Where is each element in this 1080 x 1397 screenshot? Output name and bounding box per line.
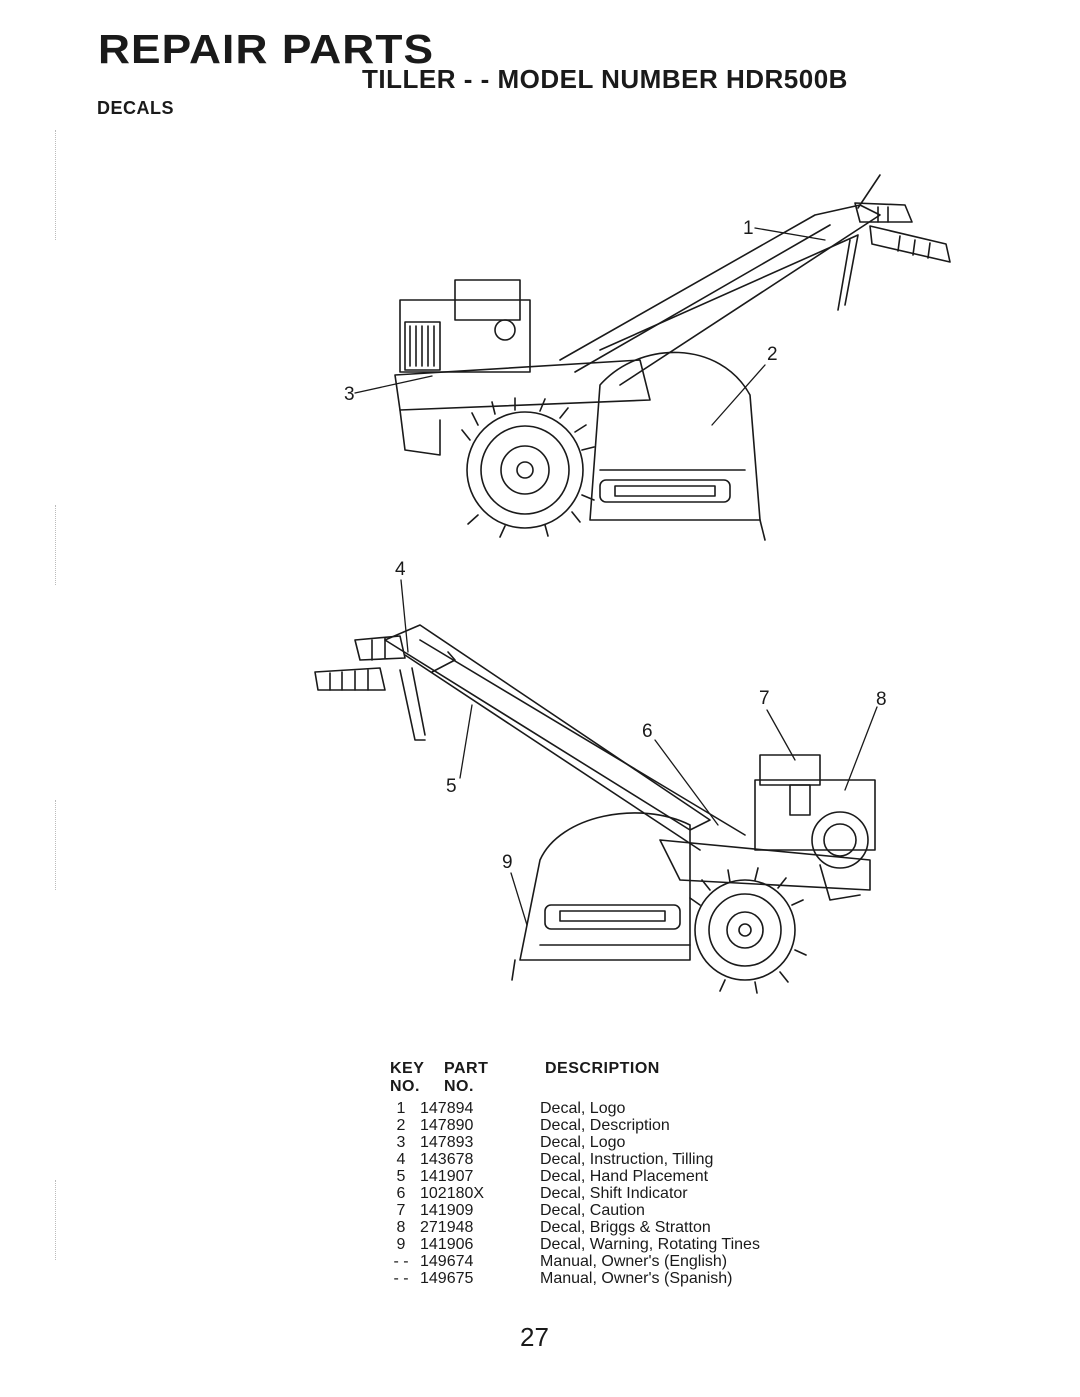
key-no: - -: [393, 1253, 409, 1270]
margin-mark: [55, 800, 57, 890]
part-no: 141907: [420, 1168, 474, 1185]
page-number: 27: [520, 1322, 549, 1352]
key-no: 4: [396, 1151, 406, 1168]
key-no: - -: [393, 1270, 409, 1287]
part-no: 141906: [420, 1236, 474, 1253]
description: Manual, Owner's (Spanish): [540, 1270, 733, 1287]
description: Manual, Owner's (English): [540, 1253, 728, 1270]
description: Decal, Logo: [540, 1134, 626, 1151]
description: Decal, Briggs & Stratton: [540, 1219, 711, 1236]
part-no: 271948: [420, 1219, 474, 1236]
key-no: 3: [396, 1134, 406, 1151]
table-row: 7 141909 Decal, Caution: [390, 1202, 810, 1219]
key-no: 2: [396, 1117, 406, 1134]
description: Decal, Warning, Rotating Tines: [540, 1236, 760, 1253]
callout-2: 2: [767, 344, 778, 365]
page-title: REPAIR PARTS: [98, 26, 435, 72]
part-no: 149674: [420, 1253, 474, 1270]
callout-1: 1: [743, 218, 754, 239]
part-no: 147894: [420, 1100, 474, 1117]
key-no: 8: [396, 1219, 406, 1236]
margin-mark: [55, 1180, 57, 1260]
part-no: 147893: [420, 1134, 474, 1151]
part-no: 102180X: [420, 1185, 485, 1202]
table-row: 1 147894 Decal, Logo: [390, 1100, 810, 1117]
callout-3: 3: [344, 384, 355, 405]
key-no: 7: [396, 1202, 406, 1219]
key-no-header-line1: KEY: [390, 1060, 425, 1077]
description: Decal, Caution: [540, 1202, 645, 1219]
callout-7: 7: [759, 688, 770, 709]
description: Decal, Shift Indicator: [540, 1185, 688, 1202]
part-no: 147890: [420, 1117, 474, 1134]
description: Decal, Instruction, Tilling: [540, 1151, 714, 1168]
key-no: 1: [396, 1100, 406, 1117]
part-no: 149675: [420, 1270, 474, 1287]
table-row: 2 147890 Decal, Description: [390, 1117, 810, 1134]
callout-9: 9: [502, 852, 513, 873]
description-header: DESCRIPTION: [545, 1060, 660, 1077]
callout-6: 6: [642, 721, 653, 742]
callout-8: 8: [876, 689, 887, 710]
part-no: 143678: [420, 1151, 474, 1168]
margin-mark: [55, 130, 57, 240]
table-row: - - 149675 Manual, Owner's (Spanish): [390, 1270, 810, 1287]
callout-5: 5: [446, 776, 457, 797]
tiller-decal-diagram: 1 2 3 4 5 6 7 8 9: [314, 174, 951, 994]
key-no: 9: [396, 1236, 406, 1253]
margin-mark: [55, 505, 57, 585]
table-row: 9 141906 Decal, Warning, Rotating Tines: [390, 1236, 810, 1253]
part-no-header-line1: PART: [444, 1060, 489, 1077]
part-no-header-line2: NO.: [444, 1078, 474, 1095]
table-row: 4 143678 Decal, Instruction, Tilling: [390, 1151, 810, 1168]
callout-leaders: [354, 227, 878, 926]
description: Decal, Description: [540, 1117, 670, 1134]
table-row: 3 147893 Decal, Logo: [390, 1134, 810, 1151]
section-heading: DECALS: [97, 98, 175, 118]
description: Decal, Hand Placement: [540, 1168, 709, 1185]
part-no: 141909: [420, 1202, 474, 1219]
key-no-header-line2: NO.: [390, 1078, 420, 1095]
table-row: 8 271948 Decal, Briggs & Stratton: [390, 1219, 810, 1236]
callout-4: 4: [395, 559, 406, 580]
description: Decal, Logo: [540, 1100, 626, 1117]
tiller-upper-drawing: [394, 174, 951, 541]
key-no: 5: [396, 1168, 406, 1185]
model-subtitle: TILLER - - MODEL NUMBER HDR500B: [362, 64, 848, 94]
tiller-lower-drawing: [314, 624, 876, 994]
table-row: 5 141907 Decal, Hand Placement: [390, 1168, 810, 1185]
key-no: 6: [396, 1185, 406, 1202]
table-row: 6 102180X Decal, Shift Indicator: [390, 1185, 810, 1202]
table-row: - - 149674 Manual, Owner's (English): [390, 1253, 810, 1270]
